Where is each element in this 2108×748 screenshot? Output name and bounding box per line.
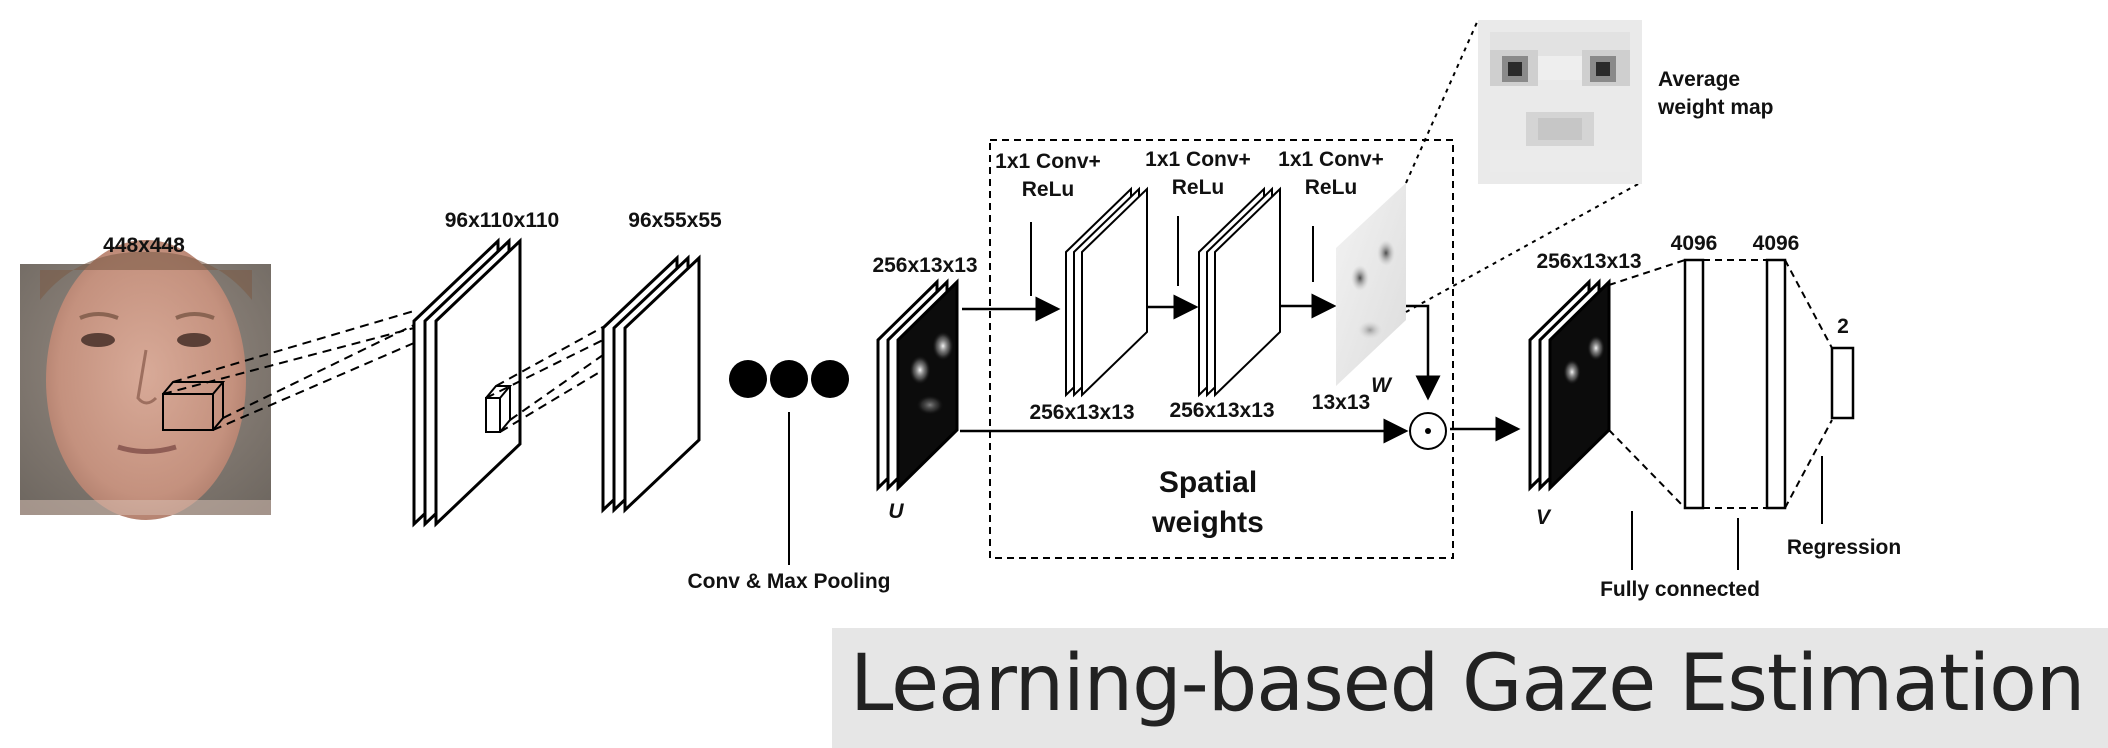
fc-connection-lines: [1608, 259, 1833, 509]
conv1-layer-stack: [412, 237, 522, 528]
conv-relu-2-line1: 1x1 Conv+: [1145, 148, 1251, 171]
projection-lines-2: [485, 326, 604, 433]
multiply-dot: [1425, 428, 1431, 434]
conv-max-pooling-label: Conv & Max Pooling: [687, 570, 890, 593]
fc2-layer: [1765, 258, 1787, 510]
projection-lines-1: [162, 310, 415, 431]
avg-weight-map-line2: weight map: [1657, 96, 1774, 119]
spatial-weights-box: [989, 139, 1454, 559]
conv1-feature-patch: [485, 397, 501, 433]
arrow-w-to-multiply: [1406, 304, 1441, 401]
u-label: U: [888, 500, 904, 523]
average-weight-map-image: [1478, 20, 1642, 184]
v-feature-maps: [1528, 278, 1611, 492]
fc2-size-label: 4096: [1753, 232, 1800, 255]
w-size-label: 13x13: [1312, 391, 1370, 414]
conv1x1-stack-2: [1198, 186, 1281, 398]
page-title: Learning-based Gaze Estimation: [850, 639, 2085, 729]
conv1x1-stack-1: [1065, 186, 1148, 398]
input-size-label: 448x448: [103, 234, 185, 257]
ellipsis-dots: [729, 360, 849, 398]
v-label: V: [1536, 506, 1552, 529]
pool1-size-label: 96x55x55: [628, 209, 722, 232]
u-feature-maps: [876, 278, 959, 492]
pool1-layer-stack: [601, 254, 701, 514]
fc1-size-label: 4096: [1671, 232, 1718, 255]
fully-connected-label: Fully connected: [1600, 578, 1760, 601]
conv-relu-2-line2: ReLu: [1172, 176, 1225, 199]
output-layer: [1830, 346, 1855, 420]
receptive-field-box: [162, 393, 214, 431]
conv-relu-1-line1: 1x1 Conv+: [995, 150, 1101, 173]
conv-relu-3-line2: ReLu: [1305, 176, 1358, 199]
output-size-label: 2: [1837, 315, 1849, 338]
fc1-layer: [1683, 258, 1705, 510]
regression-label: Regression: [1787, 536, 1901, 559]
weight-map-callout-lines: [1405, 19, 1641, 313]
conv-relu-1-line2: ReLu: [1022, 178, 1075, 201]
title-bar: Learning-based Gaze Estimation: [832, 628, 2108, 748]
conv1-size-label: 96x110x110: [445, 209, 559, 232]
spatial-conv2-size-label: 256x13x13: [1169, 399, 1274, 422]
conv-relu-3-line1: 1x1 Conv+: [1278, 148, 1384, 171]
w-label: W: [1371, 374, 1393, 397]
conv-label-pointers: [1030, 216, 1314, 296]
u-size-label: 256x13x13: [872, 254, 977, 277]
spatial-conv1-size-label: 256x13x13: [1029, 401, 1134, 424]
v-size-label: 256x13x13: [1536, 250, 1641, 273]
weight-map-w: [1336, 183, 1406, 386]
spatial-weights-line2: weights: [1151, 506, 1264, 539]
spatial-weights-line1: Spatial: [1159, 466, 1257, 499]
face-image: [20, 240, 271, 520]
avg-weight-map-line1: Average: [1658, 68, 1740, 91]
